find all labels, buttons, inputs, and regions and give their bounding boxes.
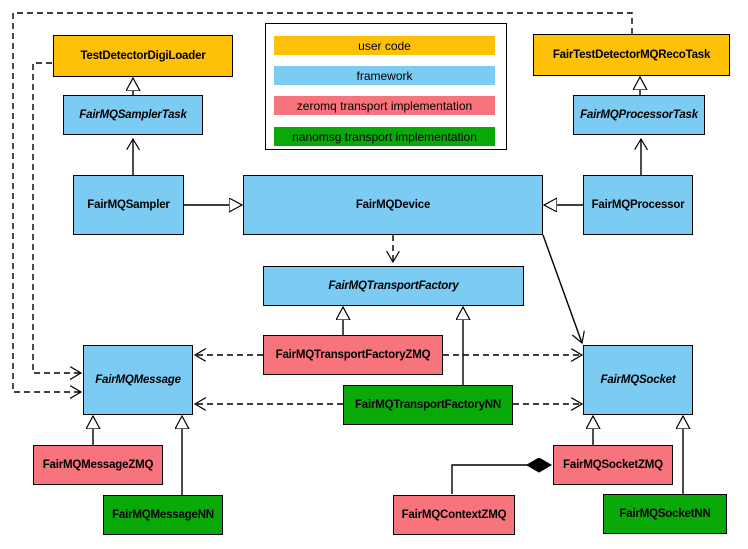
node-fair-test-detector-mq-reco-task: FairTestDetectorMQRecoTask	[533, 34, 730, 76]
node-fairmq-sampler: FairMQSampler	[73, 175, 184, 235]
node-fairmq-transport-factory: FairMQTransportFactory	[263, 266, 524, 306]
legend-box: user code framework zeromq transport imp…	[265, 23, 507, 150]
edge-device-to-socket	[542, 234, 582, 343]
node-fairmq-processor: FairMQProcessor	[583, 175, 693, 235]
legend-framework-label: framework	[356, 68, 413, 83]
node-fairmq-transport-factory-zmq: FairMQTransportFactoryZMQ	[263, 335, 443, 375]
node-fairmq-transport-factory-nn: FairMQTransportFactoryNN	[343, 385, 513, 425]
node-fairmq-sampler-task: FairMQSamplerTask	[63, 95, 203, 135]
node-test-detector-digi-loader: TestDetectorDigiLoader	[53, 35, 233, 77]
node-fairmq-socket-nn: FairMQSocketNN	[603, 494, 727, 534]
node-fairmq-socket: FairMQSocket	[583, 345, 693, 415]
node-fairmq-socket-zmq: FairMQSocketZMQ	[553, 445, 673, 485]
legend-zeromq-label: zeromq transport implementation	[296, 98, 473, 113]
edge-digiloader-to-message	[32, 62, 81, 373]
node-fairmq-message-zmq: FairMQMessageZMQ	[33, 445, 163, 485]
edge-recotask-to-message	[12, 12, 633, 392]
node-fairmq-message: FairMQMessage	[83, 345, 193, 415]
edge-contextzmq-to-socketzmq	[451, 465, 551, 494]
legend-user-code-label: user code	[358, 38, 411, 53]
node-fairmq-processor-task: FairMQProcessorTask	[573, 95, 705, 135]
legend-nanomsg-label: nanomsg transport implementation	[292, 129, 477, 144]
node-fairmq-context-zmq: FairMQContextZMQ	[393, 495, 515, 535]
node-fairmq-message-nn: FairMQMessageNN	[103, 495, 223, 535]
legend-framework: framework	[274, 66, 495, 85]
legend-user-code: user code	[274, 36, 495, 55]
legend-zeromq: zeromq transport implementation	[274, 96, 495, 115]
legend-nanomsg: nanomsg transport implementation	[274, 127, 495, 146]
node-fairmq-device: FairMQDevice	[243, 175, 543, 235]
